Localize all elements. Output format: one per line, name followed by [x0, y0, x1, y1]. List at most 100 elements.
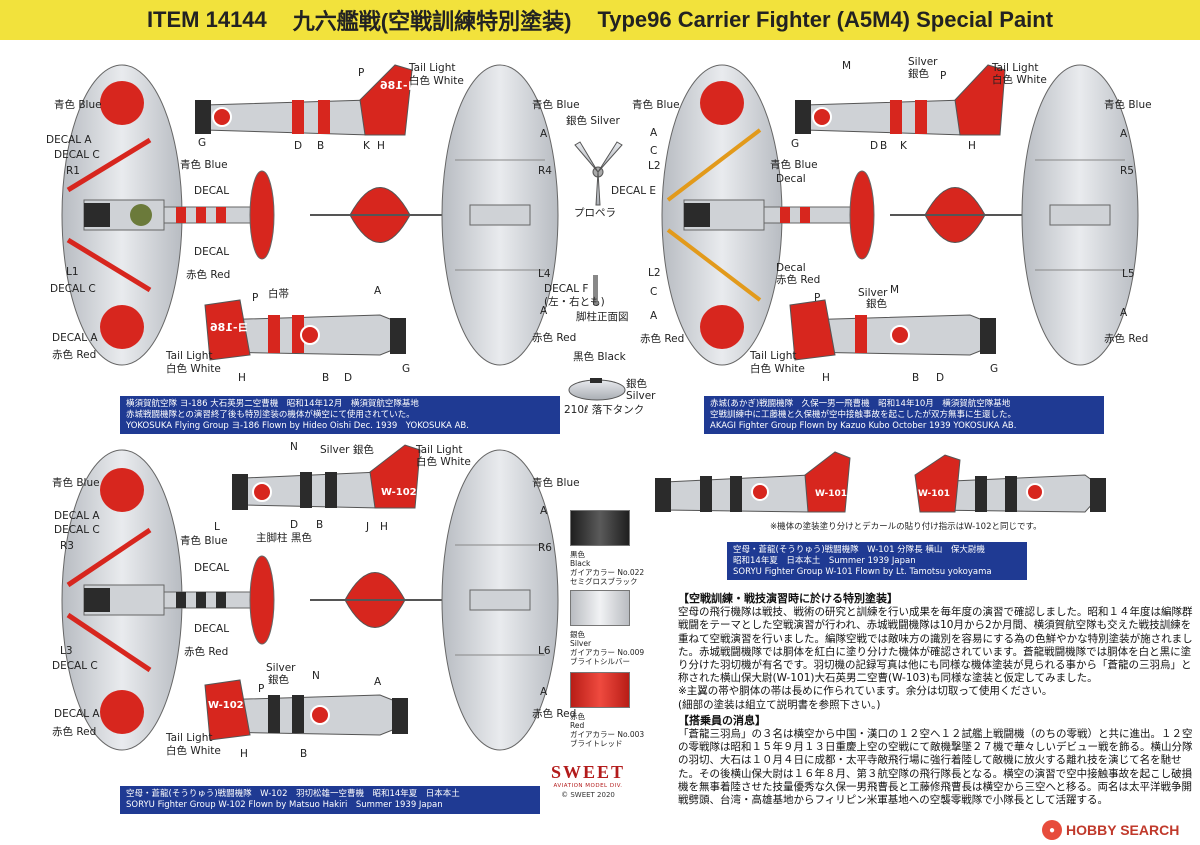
p2-H-top: H	[968, 140, 976, 152]
strut-front-label: 脚柱正面図	[576, 311, 629, 323]
p2-G-bottom: G	[990, 363, 999, 375]
p2-B-top: B	[880, 140, 888, 152]
p2-silver-bottom: Silver	[858, 287, 888, 299]
p3-red-right: 赤色 Red	[532, 708, 577, 720]
p1-tail-light-top: Tail Light	[409, 62, 456, 74]
p3-L-top: L	[214, 521, 220, 533]
p2-K-top: K	[900, 140, 907, 152]
p2-A2: A	[650, 310, 658, 322]
p2-decal-bottom: Decal	[776, 262, 806, 274]
p2-L5: L5	[1122, 268, 1135, 280]
prop-decal-e: DECAL E	[611, 185, 657, 197]
strut-decal-f-sub: (左・右とも)	[544, 296, 605, 308]
jp-title: 九六艦戦(空戦訓練特別塗装)	[292, 9, 572, 34]
brand-name: SWEET	[550, 762, 626, 782]
p2-A-right2: A	[1120, 307, 1128, 319]
p1-blue-right: 青色 Blue	[532, 99, 580, 111]
p2-M-top: M	[842, 60, 852, 72]
p2-silver-jp-bottom: 銀色	[866, 298, 887, 310]
caption-yokosuka: 横須賀航空隊 ヨ-186 大石英男二空曹機 昭和14年12月 横須賀航空隊基地 …	[120, 396, 560, 434]
caption-w101-line2: 昭和14年夏 日本本土 Summer 1939 Japan	[733, 556, 916, 566]
swatch-red	[570, 672, 630, 708]
p3-P-bottom: P	[258, 683, 265, 695]
prop-silver: 銀色 Silver	[566, 115, 620, 127]
p1-D-bottom: D	[344, 372, 353, 384]
panel-w102	[61, 444, 559, 751]
p3-silver-jp-bottom: 銀色	[268, 674, 289, 686]
p3-H-top: H	[380, 521, 388, 533]
title-banner: ITEM 14144 九六艦戦(空戦訓練特別塗装) Type96 Carrier…	[0, 0, 1200, 40]
p3-A-bottom: A	[374, 676, 382, 688]
hobby-search-icon: ●	[1042, 820, 1062, 840]
panel-yokosuka	[61, 64, 626, 401]
p3-L6: L6	[538, 645, 551, 657]
p1-H-top: H	[377, 140, 385, 152]
p2-M-bottom: M	[890, 284, 900, 296]
article-para-1: 空母の飛行機隊は戦技、戦術の研究と訓練を行い成果を毎年度の演習で確認しました。昭…	[678, 606, 1193, 685]
p1-P-top: P	[358, 67, 365, 79]
p3-white-bottom: 白色 White	[166, 745, 221, 757]
p2-blue-mid: 青色 Blue	[770, 159, 818, 171]
p3-N-top: N	[290, 441, 298, 453]
p1-decal-c2: DECAL C	[50, 283, 96, 295]
p2-P-bottom: P	[814, 292, 821, 304]
p2-A-right: A	[1120, 128, 1128, 140]
p3-tail-light-top: Tail Light	[416, 444, 463, 456]
p2-white-bottom: 白色 White	[750, 363, 805, 375]
caption-w101-line1: 空母・蒼龍(そうりゅう)戦闘機隊 W-101 分隊長 横山 保大尉機	[733, 545, 985, 555]
hobby-search-watermark: ● HOBBY SEARCH	[1042, 820, 1179, 840]
article-para-2: 「蒼龍三羽烏」の３名は横空から中国・漢口の１２空へ１２試艦上戦闘機（のちの零戦）…	[678, 728, 1193, 807]
p1-decal-mid: DECAL	[194, 185, 230, 197]
p1-B-top: B	[317, 140, 325, 152]
p3-main-strut: 主脚柱 黒色	[256, 532, 312, 544]
p1-L4: L4	[538, 268, 551, 280]
p2-L2: L2	[648, 267, 661, 279]
p1-B-bottom: B	[322, 372, 330, 384]
p1-A-bottom-side: A	[374, 285, 382, 297]
p2-silver-jp-top: 銀色	[908, 68, 929, 80]
p1-decal-a2: DECAL A	[52, 332, 98, 344]
marking-w102-top: W-102	[381, 487, 417, 498]
caption-akagi-line3: AKAGI Fighter Group Flown by Kazuo Kubo …	[710, 421, 1017, 431]
brand-division: AVIATION MODEL DIV.	[553, 783, 623, 789]
p2-red-left: 赤色 Red	[640, 333, 685, 345]
caption-w101-line3: SORYU Fighter Group W-101 Flown by Lt. T…	[733, 567, 992, 577]
p3-l3: L3	[60, 645, 73, 657]
p2-red-mid: 赤色 Red	[776, 274, 821, 286]
p3-R6: R6	[538, 542, 552, 554]
caption-yokosuka-line1: 横須賀航空隊 ヨ-186 大石英男二空曹機 昭和14年12月 横須賀航空隊基地	[126, 399, 419, 409]
p2-red-right: 赤色 Red	[1104, 333, 1149, 345]
tank-silver-en: Silver	[626, 390, 656, 402]
p1-l1: L1	[66, 266, 79, 278]
p1-white-top: 白色 White	[409, 75, 464, 87]
p1-r1: R1	[66, 165, 80, 177]
caption-w102: 空母・蒼龍(そうりゅう)戦闘機隊 W-102 羽切松雄一空曹機 昭和14年夏 日…	[120, 786, 540, 814]
p3-decal-a: DECAL A	[54, 510, 100, 522]
p2-blue-left: 青色 Blue	[632, 99, 680, 111]
p3-A-right2: A	[540, 686, 548, 698]
p2-decal-top: Decal	[776, 173, 806, 185]
p3-A-right: A	[540, 505, 548, 517]
article-note-2: (細部の塗装は組立て説明書を参照下さい。)	[678, 698, 881, 711]
p3-red-left: 赤色 Red	[52, 726, 97, 738]
article-note-1: ※主翼の帯や胴体の帯は長めに作られています。余分は切取って使用ください。	[678, 685, 1053, 698]
p3-blue-right: 青色 Blue	[532, 477, 580, 489]
p1-blue-mid: 青色 Blue	[180, 159, 228, 171]
p2-P-top: P	[940, 70, 947, 82]
p3-N-bottom: N	[312, 670, 320, 682]
p3-decal-mid2: DECAL	[194, 623, 230, 635]
p2-G-top: G	[791, 138, 800, 150]
en-title: Type96 Carrier Fighter (A5M4) Special Pa…	[597, 7, 1054, 32]
p1-tail-light-bottom: Tail Light	[166, 350, 213, 362]
caption-w102-line1: 空母・蒼龍(そうりゅう)戦闘機隊 W-102 羽切松雄一空曹機 昭和14年夏 日…	[126, 789, 460, 799]
p3-H-bottom: H	[240, 748, 248, 760]
p3-decal-c: DECAL C	[54, 524, 100, 536]
p3-decal-a2: DECAL A	[54, 708, 100, 720]
p1-P-bottom: P	[252, 292, 259, 304]
p3-white-top: 白色 White	[416, 456, 471, 468]
caption-w102-line2: SORYU Fighter Group W-102 Flown by Matsu…	[126, 800, 443, 810]
p3-J-top: J	[366, 521, 370, 533]
tank-silver-jp: 銀色	[626, 378, 647, 390]
